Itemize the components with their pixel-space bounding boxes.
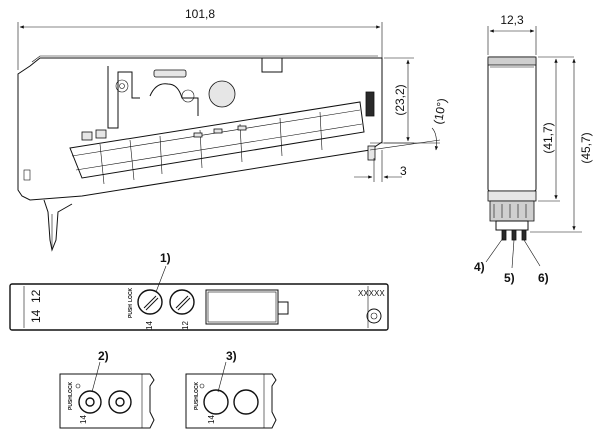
detail-3-push: PUSH	[194, 396, 200, 410]
label-window	[205, 289, 279, 325]
front-base-ribs	[493, 204, 527, 218]
leader-6	[523, 239, 541, 267]
top-notch	[261, 58, 283, 73]
callout-4: 4)	[474, 260, 485, 274]
dim-front-height-outer: (45,7)	[579, 132, 593, 163]
pin-4	[501, 229, 507, 241]
side-view: 101,8 (23,2) (10°) 3	[17, 7, 449, 252]
left-clip	[23, 169, 31, 181]
pin-6	[521, 229, 527, 241]
front-top-cap	[487, 56, 537, 66]
slanted-base	[69, 101, 365, 179]
housing-top-edge	[31, 55, 378, 63]
detail-2-outline	[59, 373, 155, 429]
release-button-14[interactable]	[137, 289, 163, 315]
leader-3	[217, 361, 227, 393]
dim-front-height-inner: (41,7)	[541, 122, 555, 153]
front-base-1	[487, 190, 537, 202]
callout-5: 5)	[504, 271, 515, 285]
pin-5	[511, 229, 517, 241]
dim-side-height: (23,2)	[393, 84, 407, 115]
callout-1: 1)	[160, 251, 171, 265]
top-label-14: 14	[29, 309, 43, 323]
label-window-inner	[207, 291, 277, 323]
detail-2-button-b	[108, 390, 132, 414]
front-view: 12,3 (41,7) (45,7) 4) 5) 6)	[474, 13, 593, 285]
top-slot	[153, 69, 187, 78]
detail-2-button-a	[78, 390, 102, 414]
release-14-slot	[143, 295, 157, 309]
base-line-2	[75, 123, 363, 171]
front-body	[487, 56, 537, 192]
top-latch-tab	[277, 301, 289, 315]
detail-2-lock: LOCK	[68, 381, 74, 396]
latch-hook	[107, 66, 140, 129]
dim-angle: (10°)	[431, 97, 449, 125]
side-connector	[365, 91, 375, 117]
arch-screw	[181, 89, 195, 103]
front-pin-block	[495, 220, 529, 231]
detail-2-button-a-center	[85, 397, 95, 407]
detail-3-button-b	[233, 389, 259, 415]
top-body	[9, 283, 389, 331]
left-block-2	[95, 129, 107, 139]
dim-overall-length: 101,8	[185, 7, 215, 21]
release-button-12[interactable]	[169, 289, 195, 315]
top-marking: XXXXX	[358, 289, 385, 298]
angle-arc	[431, 127, 439, 151]
leader-5	[511, 239, 515, 269]
detail-2-14: 14	[79, 415, 88, 424]
top-screw-center	[370, 312, 378, 320]
bottom-pin	[43, 199, 73, 252]
top-label-push: PUSH	[128, 304, 134, 318]
left-block-1	[81, 131, 93, 141]
round-bump	[208, 80, 236, 108]
leader-4	[485, 237, 504, 263]
top-label-14b: 14	[145, 321, 154, 330]
callout-2: 2)	[98, 349, 109, 363]
latch-screw	[115, 79, 129, 93]
callout-6: 6)	[538, 271, 549, 285]
detail-2-button-b-center	[115, 397, 125, 407]
slot-small-2	[213, 128, 223, 134]
slot-small-3	[237, 125, 247, 131]
leader-1	[155, 265, 167, 293]
detail-3-button-a	[203, 389, 229, 415]
detail-3-14: 14	[207, 415, 216, 424]
detail-3-outline	[185, 373, 277, 429]
top-screw	[366, 308, 382, 324]
top-label-lock: LOCK	[128, 287, 134, 302]
top-view: 14 12 PUSH LOCK 14 12 XXXXX 1)	[9, 251, 389, 331]
dim-offset: 3	[400, 164, 407, 178]
detail-2-push: PUSH	[68, 396, 74, 410]
angle-line	[369, 139, 441, 151]
side-tab	[367, 145, 376, 161]
latch-screw-center	[119, 83, 125, 89]
release-14-slot-b	[145, 297, 159, 311]
callout-3: 3)	[226, 349, 237, 363]
slot-small-1	[193, 132, 203, 138]
leader-2	[91, 361, 101, 393]
ribs	[99, 111, 323, 185]
detail-3-dot	[199, 383, 205, 389]
detail-3-lock: LOCK	[194, 381, 200, 396]
arch-structure	[149, 83, 199, 116]
housing-outline	[17, 57, 383, 201]
release-12-slot	[175, 295, 189, 309]
detail-view-3: PUSH LOCK 14 3)	[185, 349, 277, 429]
top-label-12b: 12	[181, 321, 190, 330]
release-12-slot-b	[177, 297, 191, 311]
detail-2-dot	[75, 383, 81, 389]
dim-front-width: 12,3	[500, 13, 524, 27]
detail-view-2: PUSH LOCK 14 2)	[59, 349, 155, 429]
front-base-2	[489, 200, 535, 222]
top-label-12: 12	[29, 289, 43, 303]
